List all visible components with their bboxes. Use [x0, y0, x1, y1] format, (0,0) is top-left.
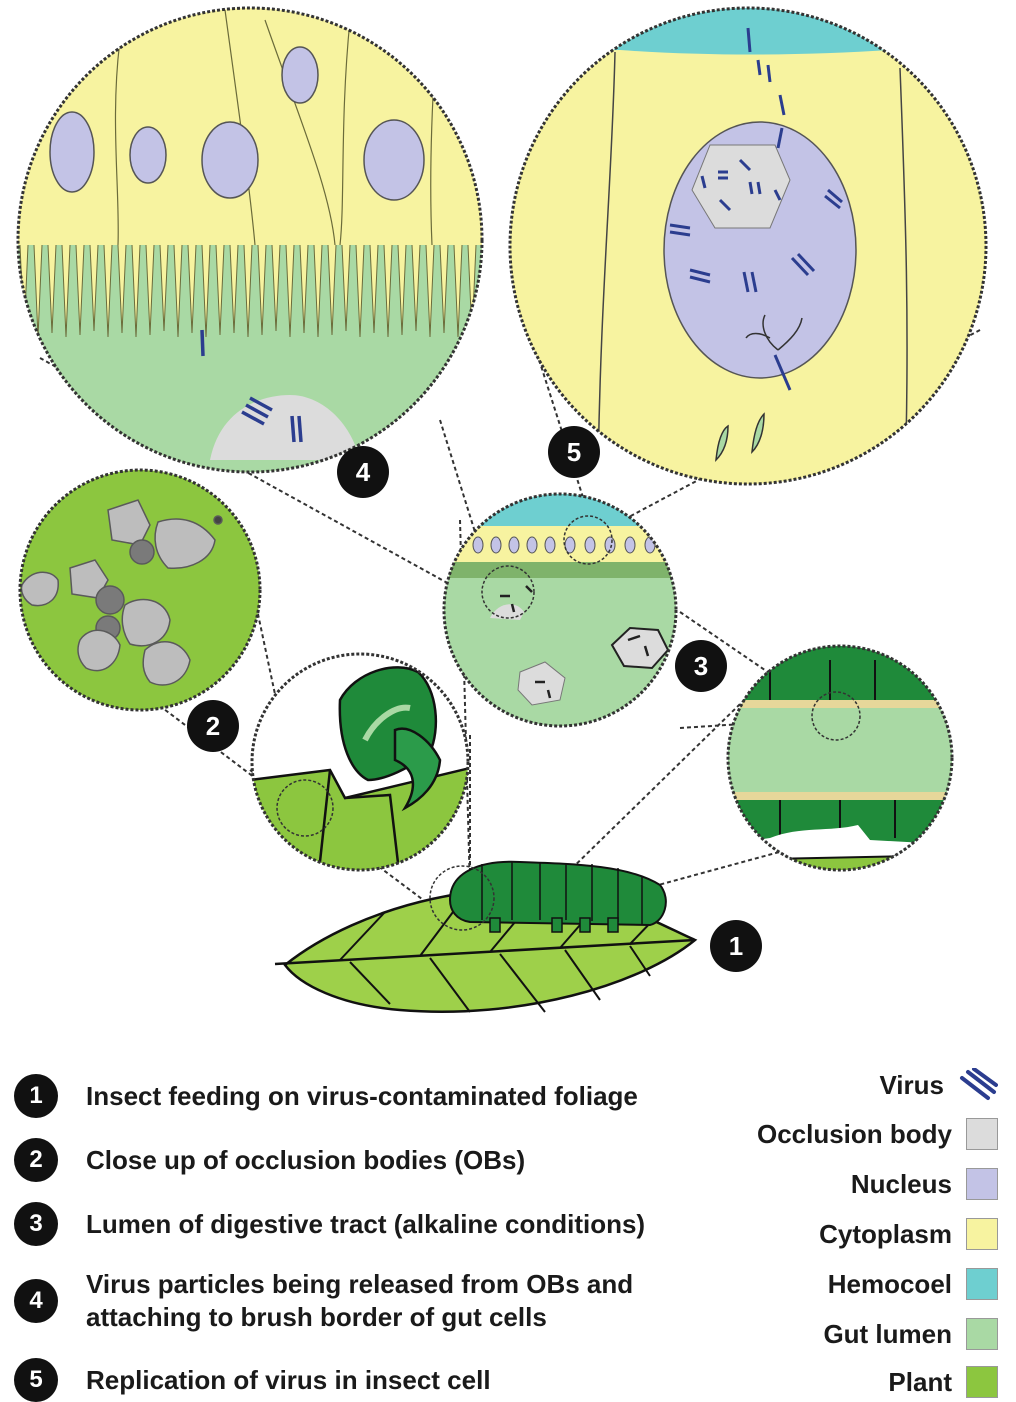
- step-number-badge: 1: [14, 1074, 58, 1118]
- caterpillar: [430, 862, 666, 932]
- svg-text:1: 1: [729, 931, 743, 961]
- step-4: 4 Virus particles being released from OB…: [14, 1268, 714, 1334]
- mouthparts-closeup: [250, 650, 470, 880]
- step-number-badge: 4: [14, 1279, 58, 1323]
- virus-icon: [958, 1068, 998, 1102]
- swatch-plant: [966, 1366, 998, 1398]
- legend-label: Plant: [888, 1367, 952, 1398]
- svg-text:5: 5: [567, 437, 581, 467]
- legend-label: Gut lumen: [823, 1319, 952, 1350]
- step-1: 1 Insect feeding on virus-contaminated f…: [14, 1074, 638, 1118]
- step-number-badge: 2: [14, 1138, 58, 1182]
- nucleus: [130, 127, 166, 183]
- occlusion-bodies-micrograph: [0, 460, 280, 720]
- legend-label: Hemocoel: [828, 1269, 952, 1300]
- step-text: Lumen of digestive tract (alkaline condi…: [86, 1208, 645, 1241]
- cell-replication-closeup: [500, 0, 1000, 500]
- nucleus: [202, 122, 258, 198]
- legend-label: Nucleus: [851, 1169, 952, 1200]
- step-text: Insect feeding on virus-contaminated fol…: [86, 1080, 638, 1113]
- step-2: 2 Close up of occlusion bodies (OBs): [14, 1138, 525, 1182]
- nucleus: [50, 112, 94, 192]
- svg-text:2: 2: [206, 711, 220, 741]
- step-text: Replication of virus in insect cell: [86, 1364, 491, 1397]
- swatch-cytoplasm: [966, 1218, 998, 1250]
- gut-section-closeup: [720, 640, 960, 880]
- step-5: 5 Replication of virus in insect cell: [14, 1358, 491, 1402]
- swatch-nucleus: [966, 1168, 998, 1200]
- legend-nucleus: Nucleus: [851, 1168, 998, 1200]
- step-number-badge: 3: [14, 1202, 58, 1246]
- nucleus: [282, 47, 318, 103]
- step-text: Close up of occlusion bodies (OBs): [86, 1144, 525, 1177]
- legend-virus: Virus: [879, 1068, 998, 1102]
- brush-border-closeup: [0, 0, 500, 480]
- legend-hemocoel: Hemocoel: [828, 1268, 998, 1300]
- callout-3: 3: [675, 640, 727, 692]
- step-3: 3 Lumen of digestive tract (alkaline con…: [14, 1202, 645, 1246]
- nucleus: [364, 120, 424, 200]
- legend-gut-lumen: Gut lumen: [823, 1318, 998, 1350]
- legend-label: Virus: [879, 1070, 944, 1101]
- step-number-badge: 5: [14, 1358, 58, 1402]
- callout-2: 2: [187, 700, 239, 752]
- swatch-occlusion-body: [966, 1118, 998, 1150]
- legend-cytoplasm: Cytoplasm: [819, 1218, 998, 1250]
- legend-label: Cytoplasm: [819, 1219, 952, 1250]
- svg-text:3: 3: [694, 651, 708, 681]
- step-text: Virus particles being released from OBs …: [86, 1268, 696, 1334]
- svg-text:4: 4: [356, 457, 371, 487]
- gut-lumen-closeup: [440, 490, 680, 730]
- callout-4: 4: [337, 446, 389, 498]
- virus-infection-diagram: 4 5 2 3 1: [0, 0, 1016, 1040]
- legend-label: Occlusion body: [757, 1119, 952, 1150]
- callout-5: 5: [548, 426, 600, 478]
- swatch-gut-lumen: [966, 1318, 998, 1350]
- callout-1: 1: [710, 920, 762, 972]
- swatch-hemocoel: [966, 1268, 998, 1300]
- legend-occlusion-body: Occlusion body: [757, 1118, 998, 1150]
- legend-plant: Plant: [888, 1366, 998, 1398]
